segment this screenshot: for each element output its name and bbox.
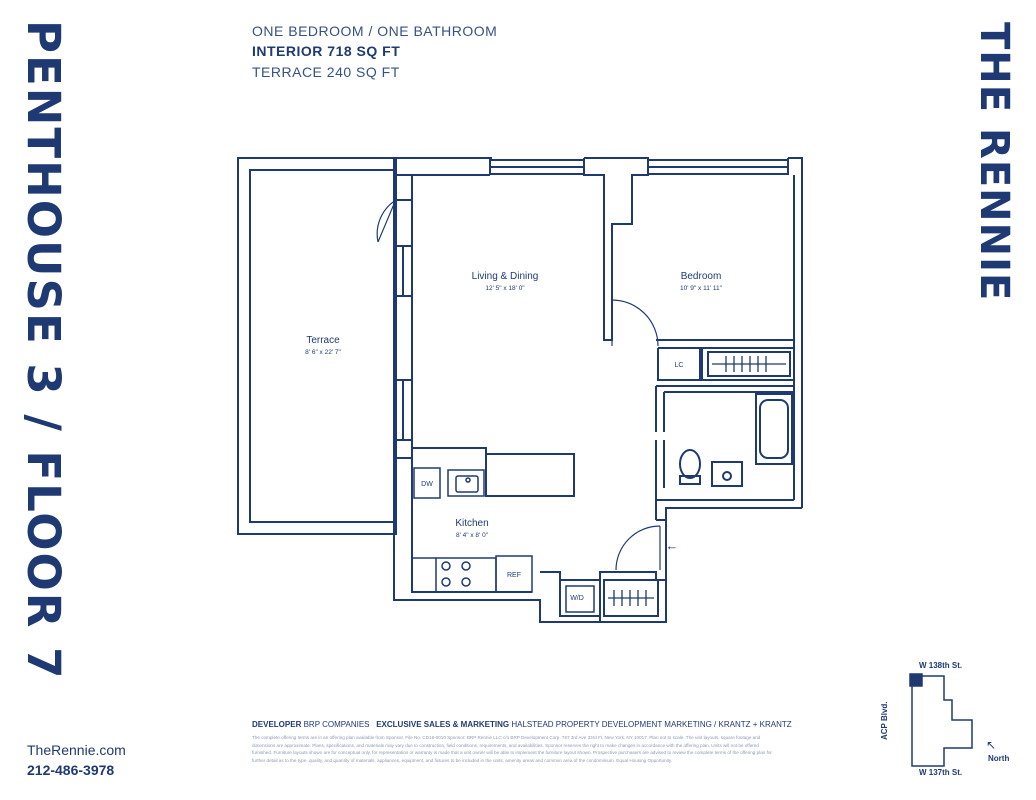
avenue-label: ACP Blvd. xyxy=(880,701,889,740)
legal-disclaimer: The complete offering terms are in an of… xyxy=(252,735,772,763)
website-link[interactable]: TheRennie.com xyxy=(27,742,126,758)
terrace-area: TERRACE 240 SQ FT xyxy=(252,64,400,80)
unit-type: ONE BEDROOM / ONE BATHROOM xyxy=(252,23,498,39)
washer-dryer-label: W/D xyxy=(570,595,584,602)
bedroom-label: Bedroom xyxy=(681,271,722,282)
kitchen-dims: 8' 4" x 8' 0" xyxy=(456,532,489,539)
kitchen-fixtures xyxy=(412,467,595,613)
dishwasher-label: DW xyxy=(421,481,433,488)
credits: DEVELOPER BRP COMPANIES EXCLUSIVE SALES … xyxy=(252,720,792,729)
street-top: W 138th St. xyxy=(919,661,963,670)
refrigerator-label: REF xyxy=(507,572,521,579)
interior-area: INTERIOR 718 SQ FT xyxy=(252,43,401,59)
kitchen-label: Kitchen xyxy=(455,518,488,529)
exterior-walls xyxy=(393,157,803,623)
developer-value: BRP COMPANIES xyxy=(303,720,370,729)
bath-area xyxy=(655,339,795,520)
closet-rods xyxy=(608,356,786,606)
linen-closet-label: LC xyxy=(675,362,684,369)
living-label: Living & Dining xyxy=(472,271,539,282)
doors xyxy=(376,199,665,571)
bedroom-dims: 10' 9" x 11' 11" xyxy=(680,285,723,292)
building-marker xyxy=(909,673,923,687)
phone-number[interactable]: 212-486-3978 xyxy=(27,762,115,778)
location-keymap xyxy=(909,673,973,767)
sales-label: EXCLUSIVE SALES & MARKETING xyxy=(376,720,510,729)
terrace-dims: 8' 6" x 22' 7" xyxy=(305,349,341,356)
building-title: THE RENNIE xyxy=(971,22,1017,302)
developer-label: DEVELOPER xyxy=(252,720,302,729)
sales-value: HALSTEAD PROPERTY DEVELOPMENT MARKETING … xyxy=(511,720,792,729)
living-dims: 12' 5" x 18' 0" xyxy=(485,285,525,292)
street-bottom: W 137th St. xyxy=(919,768,963,777)
north-arrow-icon: ↖ xyxy=(986,738,997,752)
terrace-outline xyxy=(237,157,397,535)
terrace-label: Terrace xyxy=(306,335,340,346)
entry-arrow-icon: ← xyxy=(666,538,679,553)
north-label: North xyxy=(988,754,1010,763)
